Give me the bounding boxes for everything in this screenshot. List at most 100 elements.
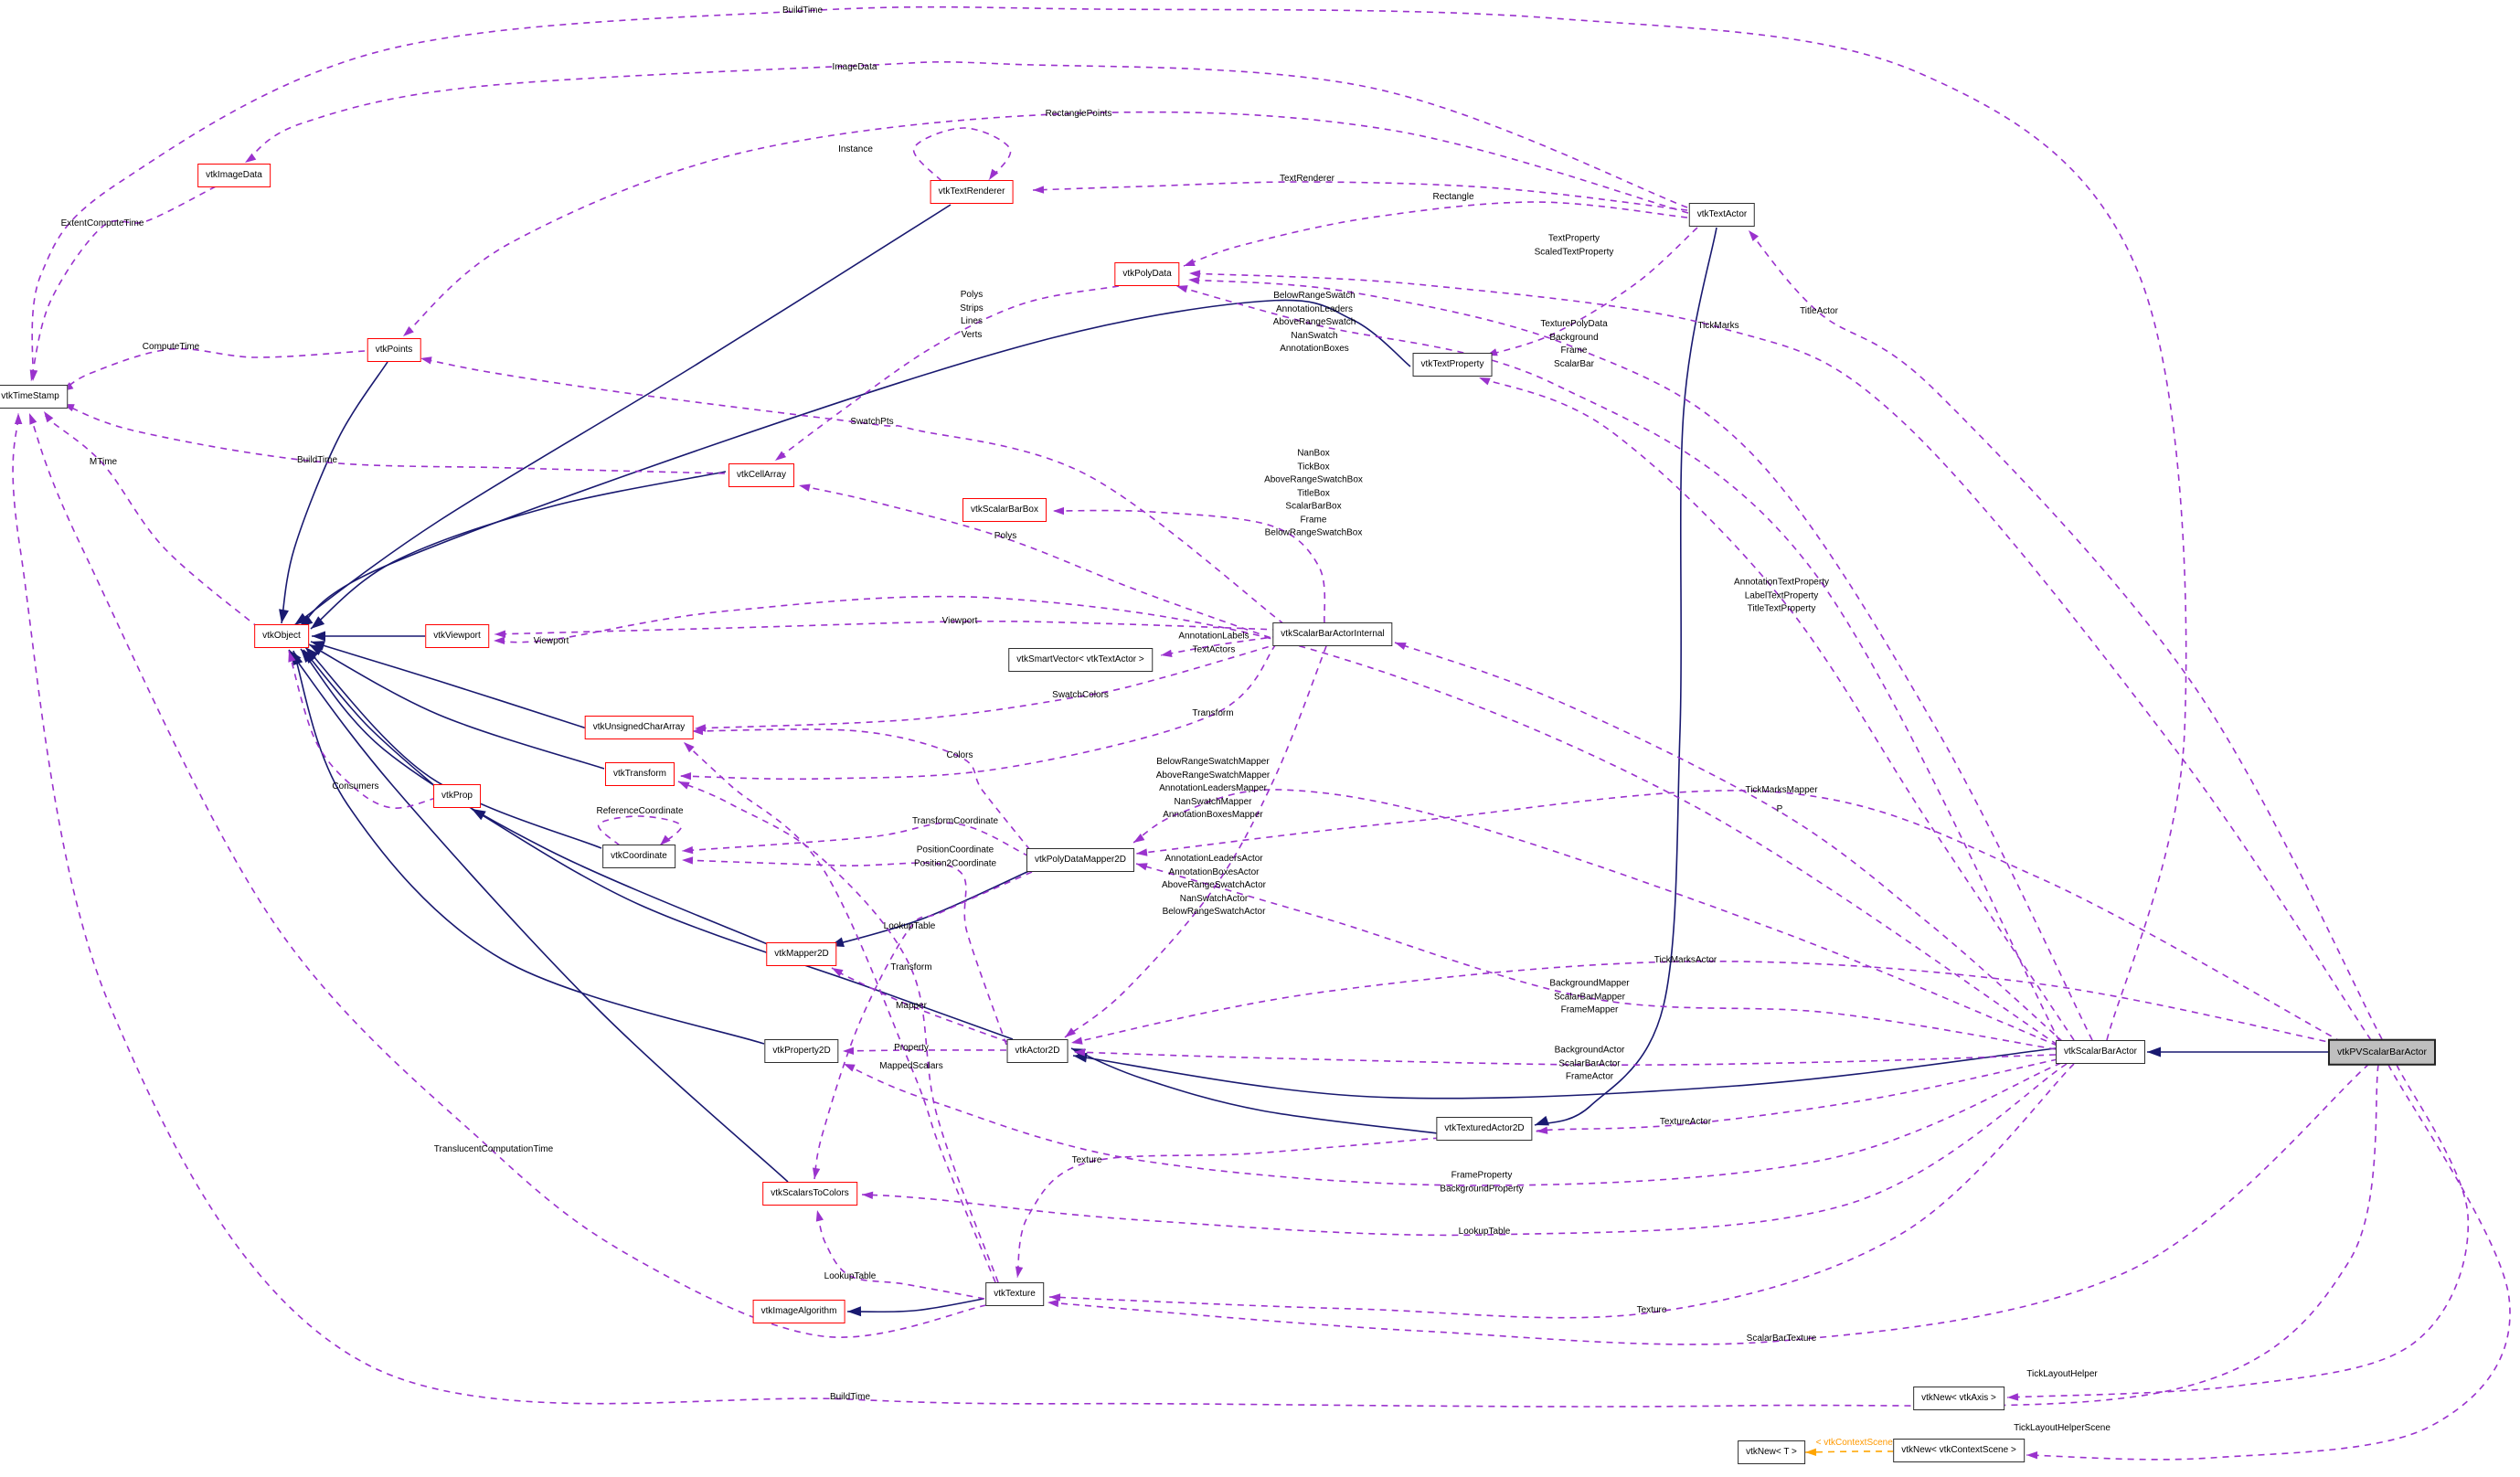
edge-pdmapper2d-to-coordinate: [681, 822, 1030, 857]
node-scalarbaractor[interactable]: vtkScalarBarActor: [2055, 1040, 2146, 1064]
edge-scalarbaractor-to-textproperty: [1478, 377, 2075, 1041]
node-viewport[interactable]: vtkViewport: [425, 624, 489, 648]
edge-scalarbaractor-to-internal: [1394, 642, 2064, 1043]
node-property2d[interactable]: vtkProperty2D: [764, 1039, 839, 1063]
edge-pvscalarbaractor-to-pdmapper2d: [1135, 790, 2343, 1043]
edge-object-to-timestamp: [43, 410, 260, 629]
node-uchararray[interactable]: vtkUnsignedCharArray: [584, 716, 694, 739]
edge-texture-to-imagealgorithm: [846, 1298, 984, 1313]
edge-textproperty-to-object: [298, 299, 1411, 628]
edge-pvscalarbaractor-to-textactor: [1748, 229, 2383, 1040]
edge-actor2d-to-coordinate: [681, 859, 1007, 1046]
node-timestamp[interactable]: vtkTimeStamp: [0, 385, 68, 409]
edge-scalarstocolors-to-object: [288, 649, 789, 1183]
edge-cellarray-to-timestamp: [62, 403, 726, 474]
edge-textactor-to-texturedactor2d: [1534, 227, 1717, 1126]
node-object[interactable]: vtkObject: [254, 624, 309, 648]
edge-scalarbaractor-to-pdmapper2d: [1135, 863, 2057, 1050]
edge-textactor-to-textrenderer: [1032, 181, 1688, 211]
node-transform[interactable]: vtkTransform: [605, 762, 675, 786]
edge-pdmapper2d-to-mapper2d: [829, 869, 1032, 947]
edge-scalarbaractor-to-property2d: [843, 1062, 2062, 1186]
node-mapper2d[interactable]: vtkMapper2D: [766, 942, 837, 966]
node-imagealgorithm[interactable]: vtkImageAlgorithm: [752, 1300, 845, 1323]
node-texturedactor2d[interactable]: vtkTexturedActor2D: [1436, 1117, 1533, 1141]
edge-actor2d-to-prop: [471, 808, 1014, 1040]
edge-scalarbaractor-to-timestamp: [31, 5, 2187, 1041]
edge-scalarbaractor-to-texturedactor2d: [1536, 1058, 2058, 1132]
node-textproperty[interactable]: vtkTextProperty: [1412, 353, 1493, 377]
node-pvscalarbaractor[interactable]: vtkPVScalarBarActor: [2327, 1038, 2437, 1066]
edge-texturedactor2d-to-actor2d: [1070, 1047, 1439, 1134]
node-scalarstocolors[interactable]: vtkScalarsToColors: [762, 1182, 857, 1206]
edge-coordinate-to-object: [304, 646, 602, 849]
node-coordinate[interactable]: vtkCoordinate: [602, 845, 675, 868]
edge-prop-to-object: [303, 649, 438, 789]
edge-scalarbaractor-to-actor2d: [1073, 1051, 2057, 1066]
edge-scalarbaractor-to-pdmapper2d: [1132, 789, 2058, 1047]
edge-scalarbaractor-to-actor2d: [1072, 1047, 2057, 1100]
node-internal[interactable]: vtkScalarBarActorInternal: [1272, 622, 1393, 646]
edge-points-to-object: [281, 361, 388, 624]
edge-scalarbaractor-to-viewport: [493, 595, 2058, 1046]
edge-textrenderer-to-object: [293, 204, 952, 626]
edge-pvscalarbaractor-to-actor2d: [1070, 961, 2338, 1045]
edge-coordinate-to-coordinate: [597, 815, 683, 846]
node-newt[interactable]: vtkNew< T >: [1738, 1440, 1805, 1464]
edge-property2d-to-object: [292, 650, 765, 1045]
node-polydata[interactable]: vtkPolyData: [1114, 262, 1180, 286]
node-imagedata[interactable]: vtkImageData: [197, 164, 271, 187]
edge-textactor-to-points: [402, 111, 1689, 337]
edge-textactor-to-polydata: [1183, 201, 1688, 267]
node-textactor[interactable]: vtkTextActor: [1688, 203, 1756, 227]
edge-internal-to-points: [420, 357, 1285, 625]
node-actor2d[interactable]: vtkActor2D: [1006, 1039, 1069, 1063]
edge-scalarbaractor-to-texture: [1048, 1063, 2075, 1319]
edge-pdmapper2d-to-scalarstocolors: [813, 871, 1033, 1180]
edge-texture-to-timestamp: [28, 412, 987, 1338]
edge-textrenderer-to-textrenderer: [913, 127, 1012, 182]
node-scalarbarbox[interactable]: vtkScalarBarBox: [962, 498, 1047, 522]
node-prop[interactable]: vtkProp: [433, 784, 481, 808]
edge-texture-to-scalarstocolors: [816, 1209, 985, 1300]
edge-newcontextscene-to-newt: [1804, 1450, 1895, 1453]
node-newaxis[interactable]: vtkNew< vtkAxis >: [1913, 1387, 2004, 1410]
edge-internal-to-transform: [679, 643, 1277, 781]
edge-scalarbaractor-to-polydata: [1175, 285, 2060, 1042]
edge-mapper2d-to-object: [300, 648, 771, 946]
edge-imagedata-to-timestamp: [30, 186, 217, 382]
edge-internal-to-uchararray: [694, 643, 1281, 729]
edge-textactor-to-imagedata: [244, 60, 1688, 208]
edge-pvscalarbaractor-to-polydata: [1188, 272, 2372, 1041]
node-textrenderer[interactable]: vtkTextRenderer: [930, 180, 1014, 204]
edge-texturedactor2d-to-texture: [1016, 1137, 1441, 1279]
edge-internal-to-actor2d: [1064, 645, 1327, 1038]
edge-actor2d-to-mapper2d: [831, 967, 1009, 1043]
edge-internal-to-smartvector: [1160, 635, 1280, 656]
edge-textactor-to-textproperty: [1485, 227, 1698, 356]
edge-pvscalarbaractor-to-newaxis: [2006, 1064, 2470, 1398]
edge-pdmapper2d-to-uchararray: [691, 728, 1031, 851]
edge-internal-to-cellarray: [798, 484, 1282, 643]
node-texture[interactable]: vtkTexture: [985, 1282, 1044, 1306]
node-cellarray[interactable]: vtkCellArray: [728, 463, 794, 487]
node-smartvector[interactable]: vtkSmartVector< vtkTextActor >: [1008, 648, 1153, 672]
edge-prop-to-object: [288, 650, 437, 809]
edge-pvscalarbaractor-to-newcontextscene: [2026, 1064, 2511, 1461]
edge-internal-to-viewport: [494, 620, 1280, 635]
edge-texture-to-transform: [677, 781, 999, 1283]
edge-polydata-to-cellarray: [774, 285, 1120, 462]
edge-points-to-timestamp: [61, 347, 366, 392]
edge-pvscalarbaractor-to-texture: [1047, 1063, 2370, 1345]
edge-pvscalarbaractor-to-timestamp: [12, 412, 2379, 1408]
edge-uchararray-to-object: [310, 641, 588, 729]
edge-scalarbaractor-to-scalarstocolors: [861, 1063, 2068, 1237]
node-points[interactable]: vtkPoints: [367, 338, 421, 362]
edge-texture-to-uchararray: [683, 741, 996, 1283]
edge-internal-to-scalarbarbox: [1052, 509, 1326, 623]
node-pdmapper2d[interactable]: vtkPolyDataMapper2D: [1026, 848, 1135, 872]
edge-transform-to-object: [308, 643, 605, 770]
node-newcontextscene[interactable]: vtkNew< vtkContextScene >: [1893, 1439, 2025, 1462]
